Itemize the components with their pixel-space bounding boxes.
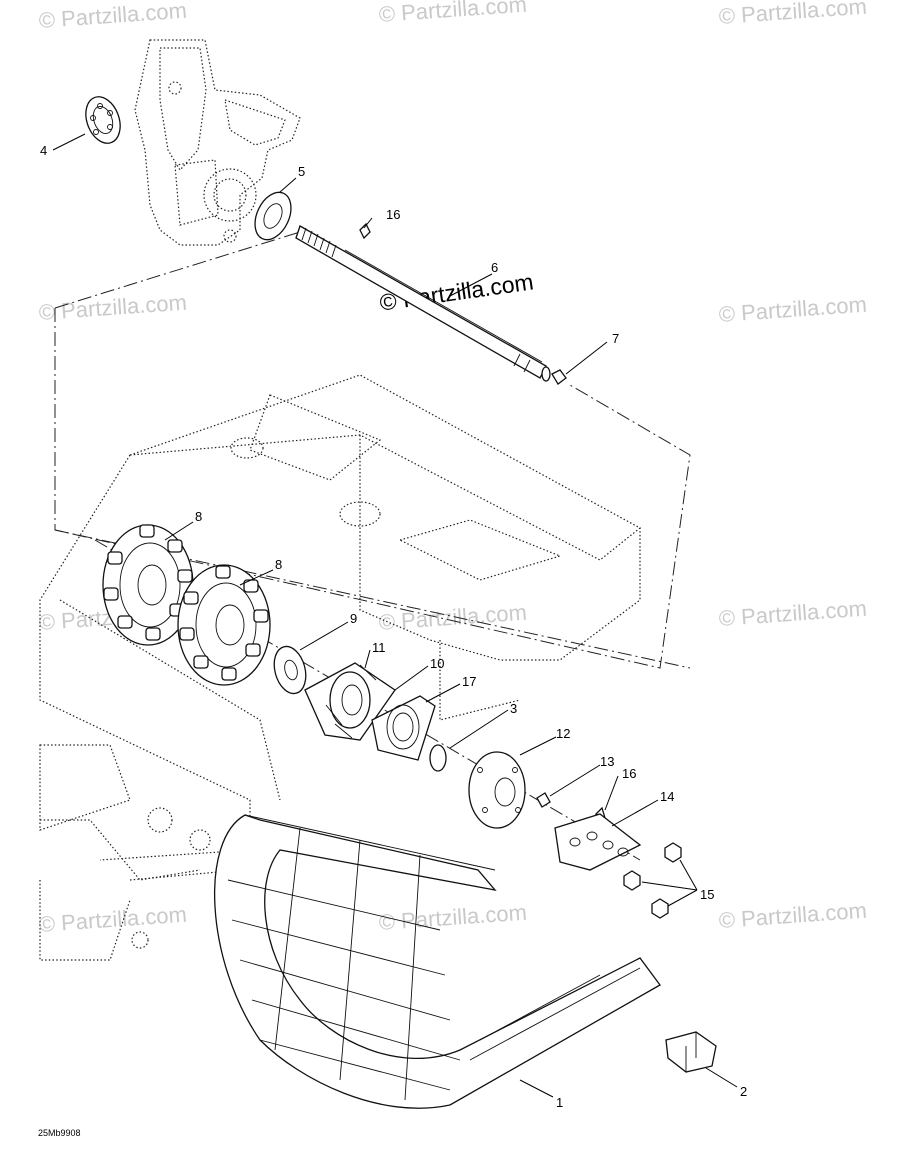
callout-16-top: 16 [386,207,401,222]
callout-7: 7 [612,331,620,346]
callout-8-left: 8 [195,509,203,524]
drawing-code: 25Mb9908 [38,1128,81,1138]
callout-13: 13 [600,754,615,769]
drive-shaft-part-6 [295,225,551,382]
plate-part-12 [468,751,526,829]
bracket-part-14 [554,813,642,871]
bearing-part-4 [85,96,121,144]
chaincase-housing [134,39,301,246]
clip-part-2 [665,1031,717,1073]
callout-11: 11 [372,640,386,655]
callout-4: 4 [40,143,48,158]
washer-part-5 [254,191,292,241]
flange-part-17 [371,695,436,761]
callout-1: 1 [556,1095,564,1110]
spring-part-13 [536,792,551,808]
sprocket-part-8-right [177,564,271,686]
track-part-1 [214,814,661,1109]
callout-14: 14 [660,789,675,804]
tunnel-frame [39,374,642,961]
callout-9: 9 [350,611,358,626]
callout-16-lower: 16 [622,766,637,781]
spacer-part-9 [273,645,307,695]
leader-lines [52,133,738,1098]
sprocket-part-8-left [102,524,194,646]
callout-2: 2 [740,1084,748,1099]
callout-6: 6 [491,260,499,275]
callout-3: 3 [510,701,518,716]
clip-part-7 [551,369,567,385]
nuts-part-15 [623,842,682,919]
callout-8-right: 8 [275,557,283,572]
callout-12: 12 [556,726,571,741]
callout-5: 5 [298,164,306,179]
callout-15: 15 [700,887,715,902]
callout-10: 10 [430,656,445,671]
callout-17: 17 [462,674,477,689]
o-ring-part-3 [429,744,447,772]
bolt-part-16 [359,222,371,240]
